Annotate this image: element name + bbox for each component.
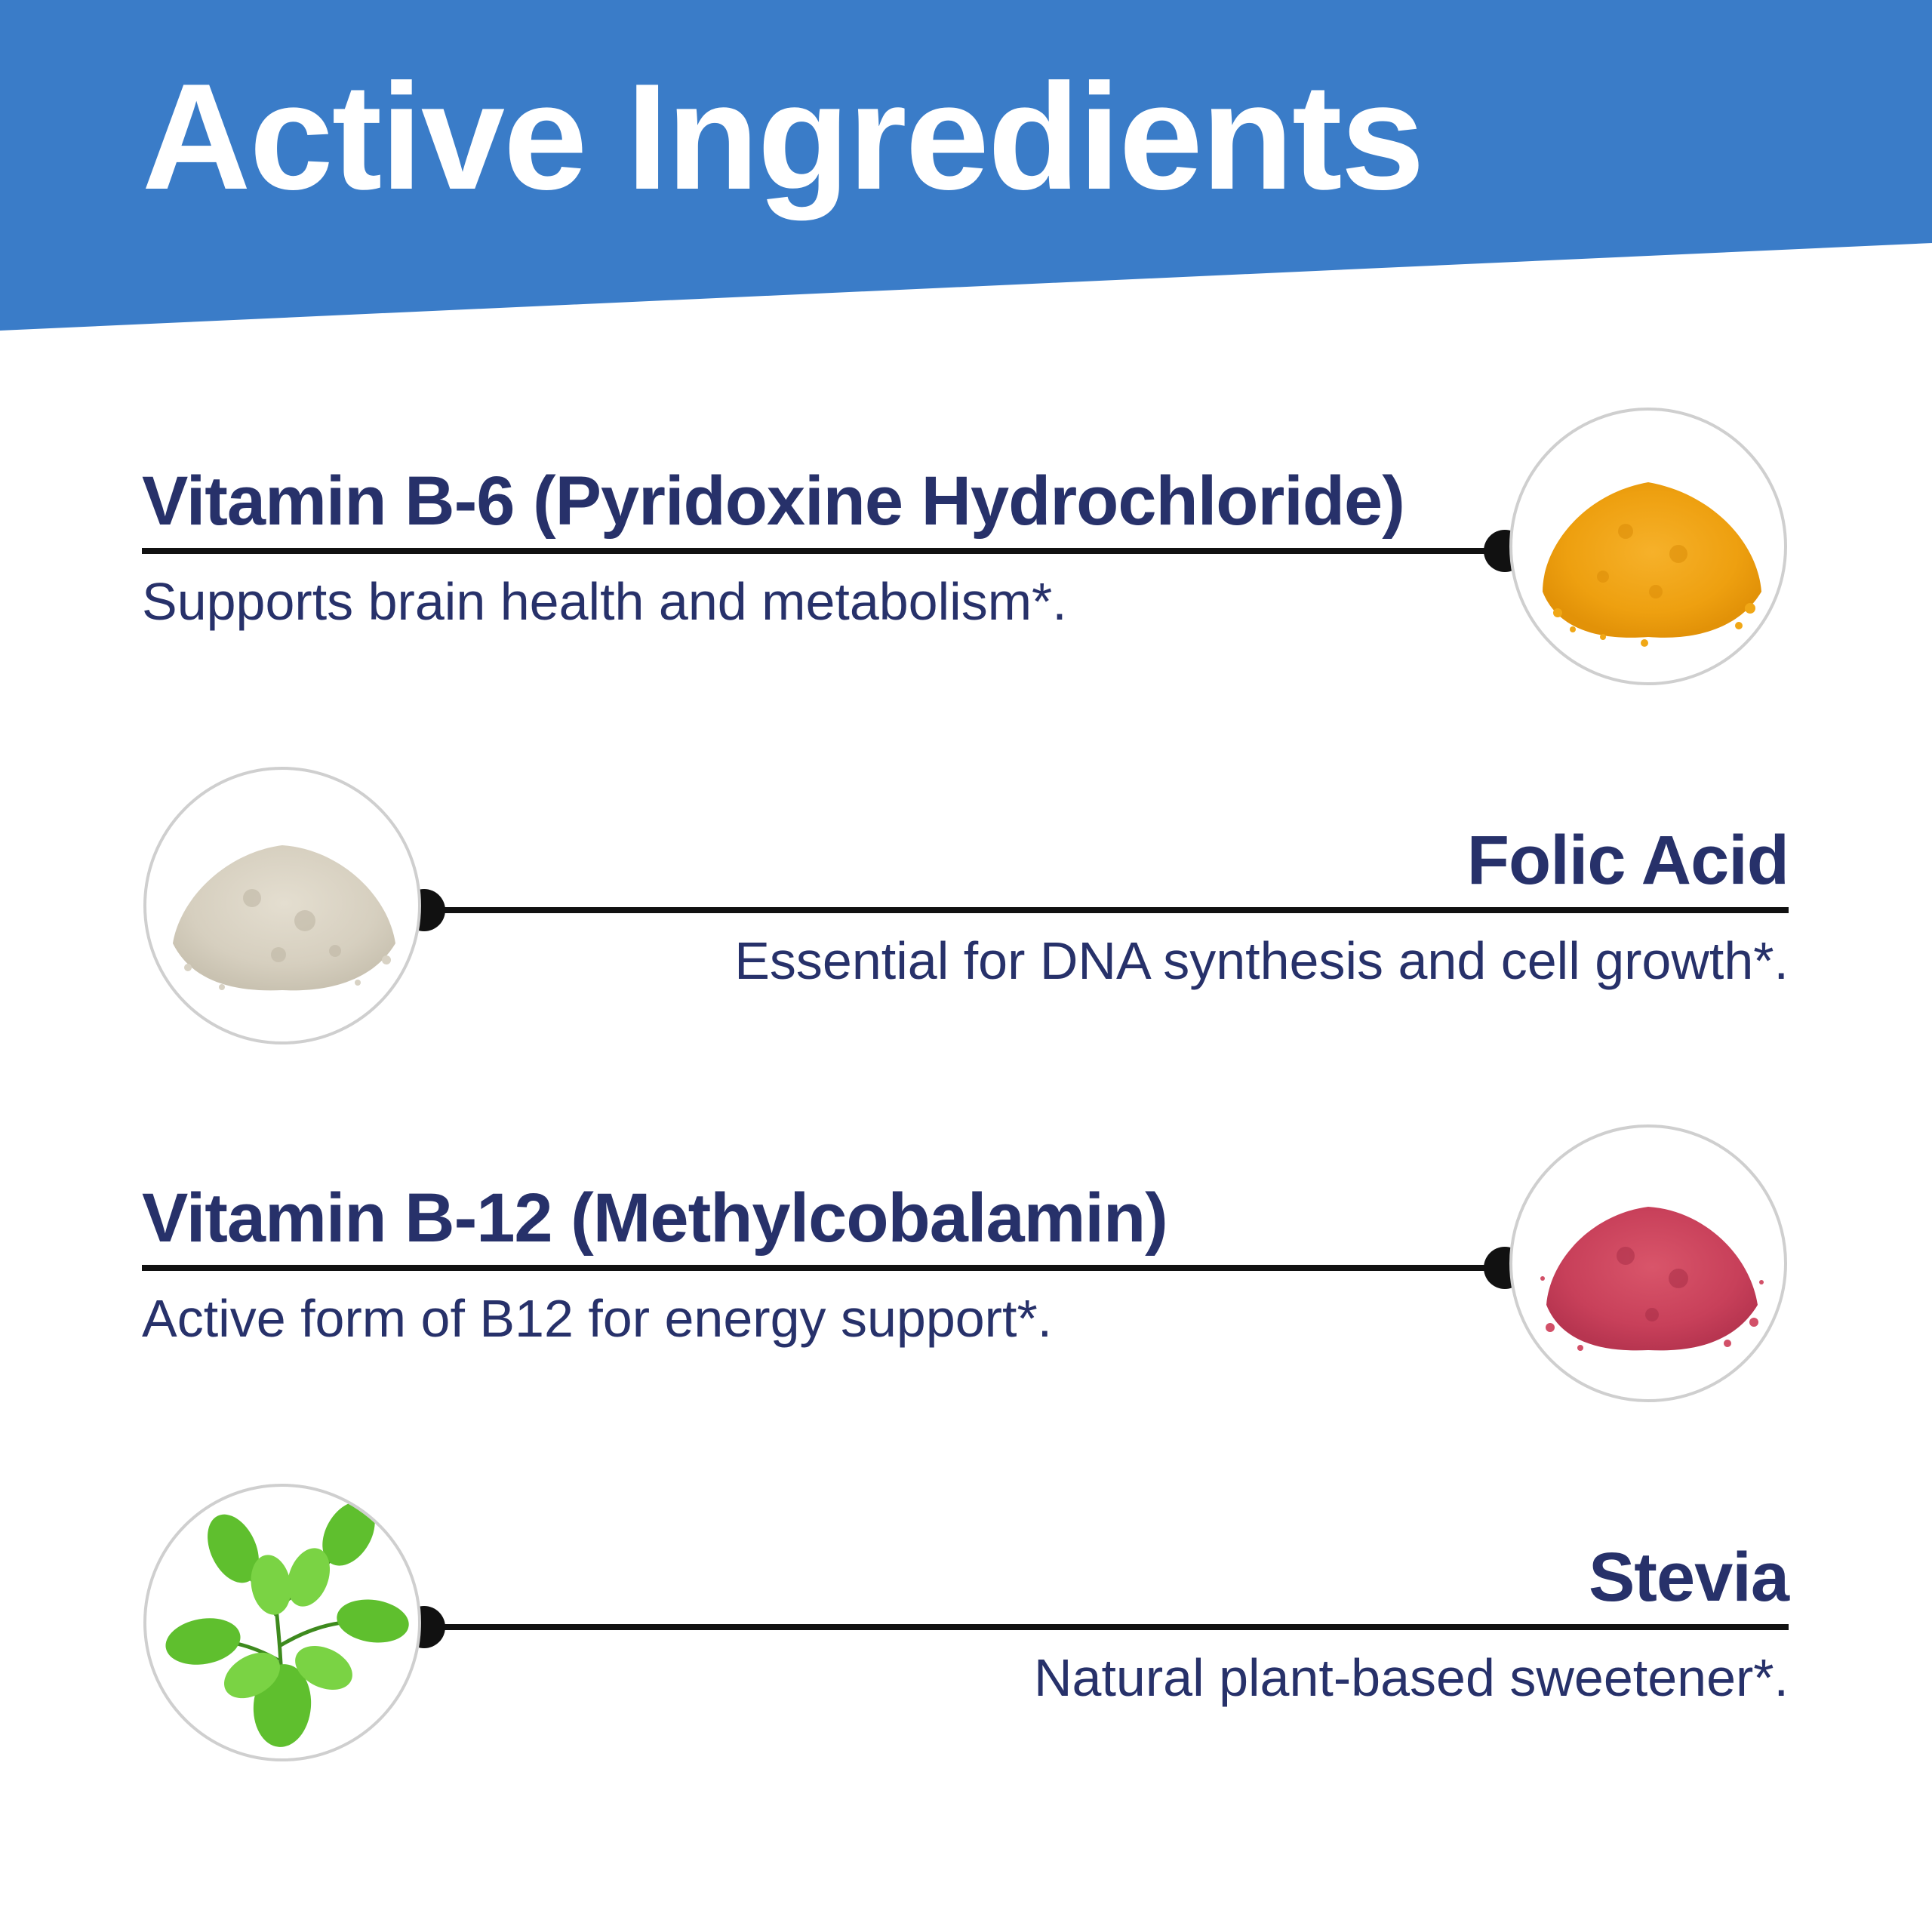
ingredient-description: Natural plant-based sweetener*.: [1033, 1648, 1789, 1707]
stevia-leaves-image: [143, 1484, 421, 1761]
ingredient-vitamin-b12: Vitamin B-12 (Methylcobalamin) Active fo…: [0, 1124, 1932, 1426]
ingredient-name: Folic Acid: [1466, 822, 1789, 899]
divider-line: [142, 1265, 1505, 1271]
ingredient-folic-acid: Folic Acid Essential for DNA synthesis a…: [0, 767, 1932, 1069]
red-powder-image: [1509, 1124, 1787, 1402]
divider-line: [424, 1624, 1789, 1630]
page-title: Active Ingredients: [142, 53, 1425, 221]
divider-line: [424, 907, 1789, 913]
ingredient-description: Supports brain health and metabolism*.: [142, 572, 1067, 631]
ingredient-description: Active form of B12 for energy support*.: [142, 1289, 1053, 1348]
divider-line: [142, 548, 1505, 554]
ingredient-description: Essential for DNA synthesis and cell gro…: [734, 931, 1789, 990]
ingredient-name: Stevia: [1588, 1539, 1789, 1616]
ingredient-stevia: Stevia Natural plant-based sweetener*.: [0, 1484, 1932, 1786]
beige-powder-image: [143, 767, 421, 1044]
ingredient-name: Vitamin B-6 (Pyridoxine Hydrochloride): [142, 463, 1405, 540]
ingredient-name: Vitamin B-12 (Methylcobalamin): [142, 1180, 1168, 1257]
ingredient-vitamin-b6: Vitamin B-6 (Pyridoxine Hydrochloride) S…: [0, 408, 1932, 709]
orange-powder-image: [1509, 408, 1787, 685]
header-banner: [0, 0, 1932, 332]
